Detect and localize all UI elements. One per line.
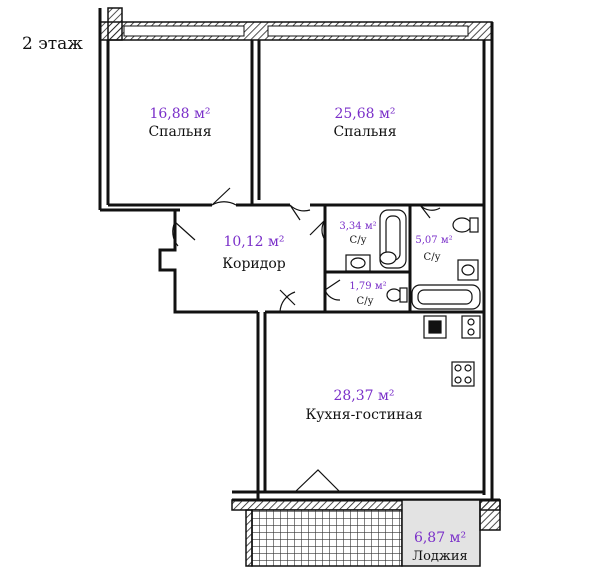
area-label-kitchen-living: 28,37 м² bbox=[333, 388, 394, 404]
room-label-loggia: Лоджия bbox=[412, 549, 468, 564]
area-label-bathroom-3: 1,79 м² bbox=[349, 281, 386, 292]
room-label-bathroom-2: С/у bbox=[424, 252, 441, 263]
area-label-bedroom-2: 25,68 м² bbox=[334, 106, 395, 122]
toilet-icons bbox=[379, 217, 479, 303]
area-label-bedroom-1: 16,88 м² bbox=[149, 106, 210, 122]
interior-walls bbox=[180, 40, 484, 314]
doors bbox=[172, 187, 441, 493]
windows-top bbox=[123, 25, 469, 37]
kitchen-appliances bbox=[423, 315, 481, 387]
room-label-bedroom-1: Спальня bbox=[148, 124, 211, 140]
floor-label: 2 этаж bbox=[22, 34, 83, 54]
room-label-bathroom-3: С/у bbox=[357, 296, 374, 307]
area-label-bathroom-2: 5,07 м² bbox=[415, 235, 452, 246]
area-label-loggia: 6,87 м² bbox=[414, 530, 466, 546]
area-label-bathroom-1: 3,34 м² bbox=[339, 221, 376, 232]
room-label-kitchen-living: Кухня-гостиная bbox=[305, 407, 422, 423]
room-label-bedroom-2: Спальня bbox=[333, 124, 396, 140]
bathtub-2 bbox=[411, 284, 481, 310]
room-label-bathroom-1: С/у bbox=[350, 235, 367, 246]
room-labels: 16,88 м² Спальня 25,68 м² Спальня 10,12 … bbox=[148, 106, 467, 564]
room-label-corridor: Коридор bbox=[222, 256, 286, 272]
area-label-corridor: 10,12 м² bbox=[223, 234, 284, 250]
loggia bbox=[231, 499, 501, 567]
sink-icons bbox=[345, 254, 479, 281]
